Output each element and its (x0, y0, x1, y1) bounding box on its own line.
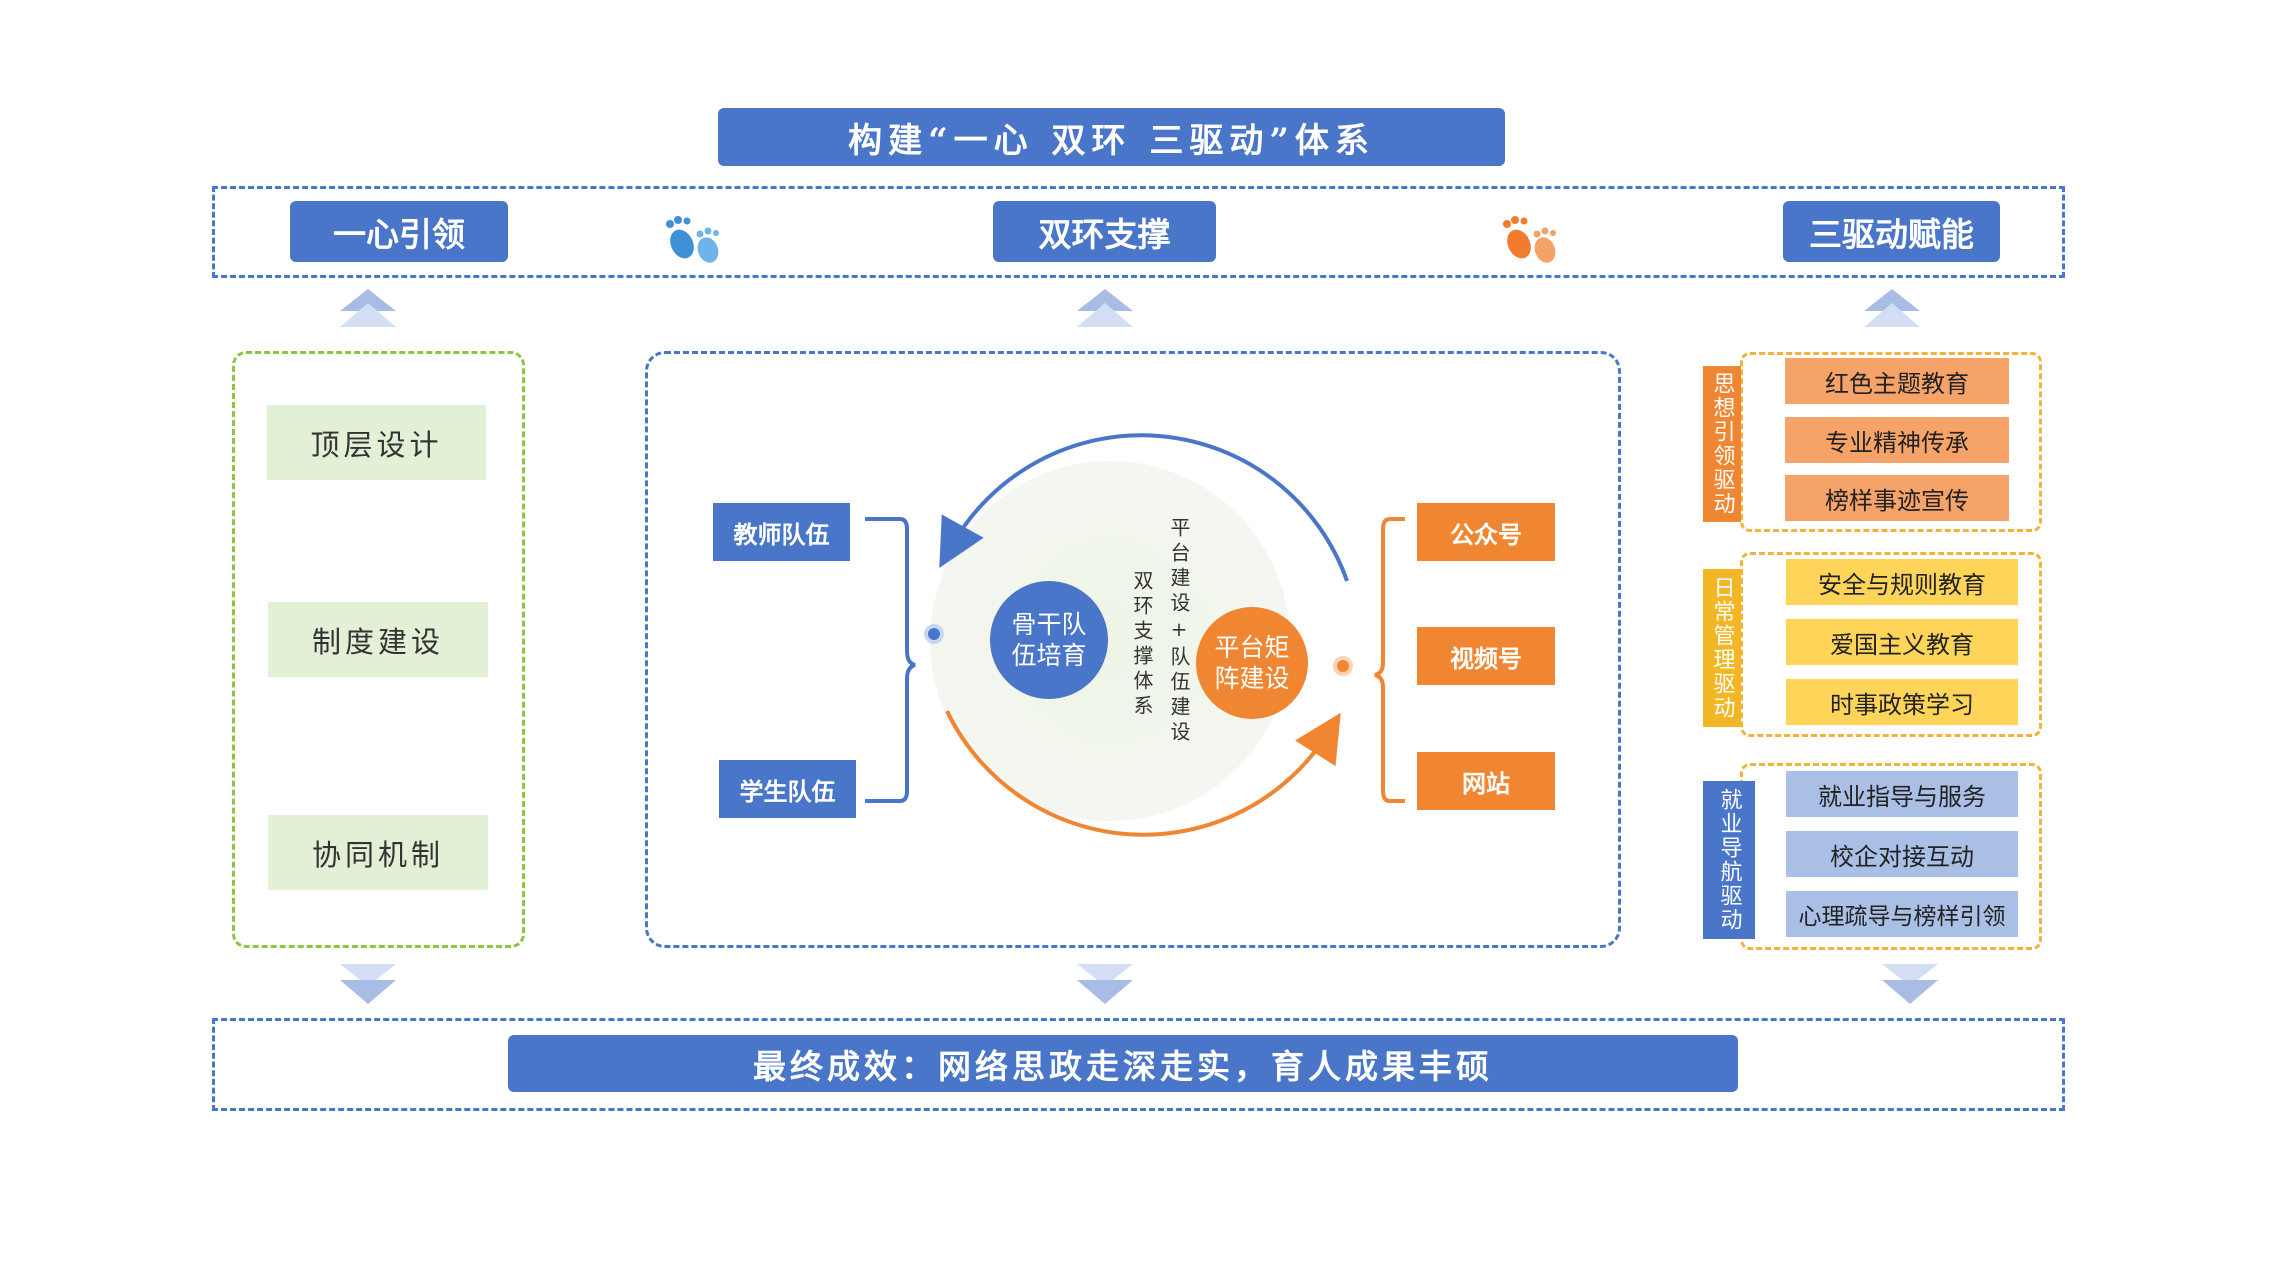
left-item-coordination: 协同机制 (268, 815, 488, 890)
circle-platform-matrix: 平台矩阵建设 (1196, 607, 1308, 719)
node-teachers: 教师队伍 (713, 503, 850, 561)
node-official-account: 公众号 (1417, 503, 1555, 561)
item-school-enterprise: 校企对接互动 (1786, 831, 2018, 877)
node-video-account: 视频号 (1417, 627, 1555, 685)
drive-frame-management (1740, 552, 2042, 737)
vertical-text-system: 双环支撑体系 (1130, 570, 1154, 720)
head-double-ring: 双环支撑 (993, 201, 1216, 262)
head-one-heart: 一心引领 (290, 201, 508, 262)
up-arrow-icon (340, 289, 396, 327)
node-website: 网站 (1417, 752, 1555, 810)
diagram-title: 构建“一心 双环 三驱动”体系 (718, 108, 1505, 166)
item-current-affairs: 时事政策学习 (1786, 679, 2018, 725)
left-item-institution: 制度建设 (268, 602, 488, 677)
item-psychological-guidance: 心理疏导与榜样引领 (1786, 891, 2018, 937)
down-arrow-icon (340, 964, 396, 1004)
center-panel-frame (645, 351, 1621, 948)
tag-employment-drive: 就业导航驱动 (1703, 781, 1755, 939)
final-result-bar: 最终成效：网络思政走深走实，育人成果丰硕 (508, 1035, 1738, 1092)
item-patriotism: 爱国主义教育 (1786, 619, 2018, 665)
item-career-guidance: 就业指导与服务 (1786, 771, 2018, 817)
vertical-text-platform-team: 平台建设+队伍建设 (1167, 517, 1191, 746)
item-red-theme: 红色主题教育 (1785, 358, 2009, 404)
head-three-drive: 三驱动赋能 (1783, 201, 2000, 262)
down-arrow-icon (1077, 964, 1133, 1004)
left-item-top-design: 顶层设计 (267, 405, 486, 480)
bottom-row-frame (212, 1018, 2065, 1111)
center-rings-graphic (865, 433, 1405, 837)
tag-ideology-drive: 思想引领驱动 (1703, 366, 1741, 522)
tag-management-drive: 日常管理驱动 (1703, 569, 1741, 727)
orange-footprints-icon (1503, 216, 1556, 263)
drive-frame-ideology (1740, 352, 2042, 532)
top-row-frame (212, 186, 2065, 278)
circle-backbone-team: 骨干队伍培育 (990, 581, 1108, 699)
left-column-frame (232, 351, 525, 948)
blue-footprints-icon (666, 216, 719, 263)
item-role-model-stories: 榜样事迹宣传 (1785, 475, 2009, 521)
up-arrow-icon (1077, 289, 1133, 327)
node-students: 学生队伍 (719, 760, 856, 818)
item-safety-rules: 安全与规则教育 (1786, 559, 2018, 605)
item-professional-spirit: 专业精神传承 (1785, 417, 2009, 463)
down-arrow-icon (1882, 964, 1938, 1004)
up-arrow-icon (1864, 289, 1920, 327)
